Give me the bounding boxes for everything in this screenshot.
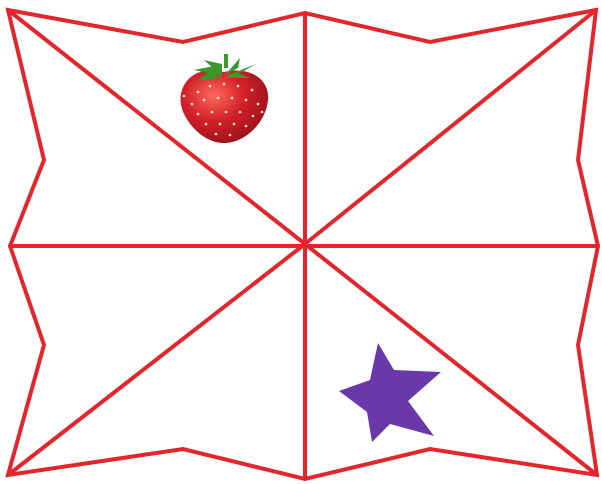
diagonal-line-bottom-left (8, 244, 305, 475)
inner-lines (8, 10, 598, 479)
star-icon (339, 343, 441, 442)
strawberry-body (181, 70, 269, 143)
diagonal-line-top-right (305, 10, 596, 244)
strawberry-icon (181, 54, 269, 143)
diagonal-line-bottom-right (305, 244, 597, 475)
diagonal-line-top-left (8, 10, 305, 244)
